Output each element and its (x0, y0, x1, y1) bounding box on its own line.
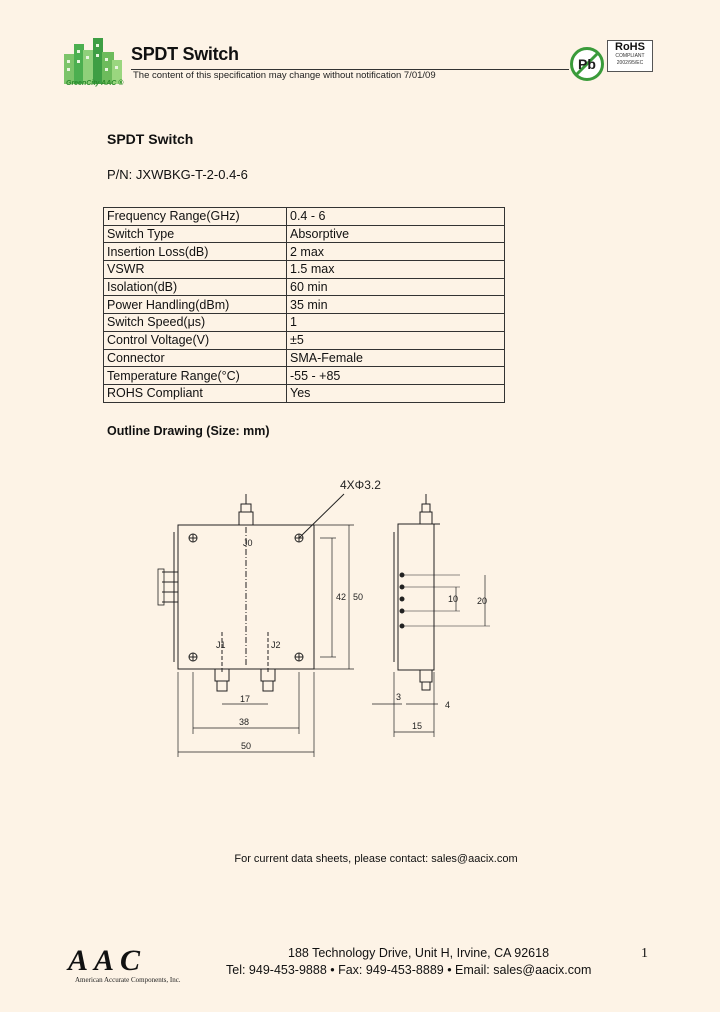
spec-parameter: Switch Speed(μs) (103, 313, 287, 332)
city-skyline-icon (64, 38, 122, 84)
header-note: The content of this specification may ch… (133, 70, 436, 81)
spec-row: Insertion Loss(dB)2 max (103, 242, 505, 262)
dim-50-side-label: 50 (353, 592, 363, 602)
aac-logo: AAC (68, 944, 147, 977)
pb-free-icon: Pb (570, 47, 604, 81)
outline-drawing: 4XΦ3.2 J0 J1 J2 42 50 17 38 50 10 20 3 4… (140, 472, 500, 772)
mounting-holes (188, 533, 304, 662)
port-j1-label: J1 (216, 640, 226, 650)
spec-value: -55 - +85 (286, 366, 505, 385)
dim-4-label: 4 (445, 700, 450, 710)
dim-50-bottom-label: 50 (241, 741, 251, 751)
mechanical-drawing: 4XΦ3.2 J0 J1 J2 42 50 17 38 50 10 20 3 4… (157, 478, 490, 757)
spec-value: 35 min (286, 295, 505, 315)
header-title: SPDT Switch (131, 44, 239, 64)
lead-free-badge: Pb (569, 46, 605, 82)
greencity-logo (64, 36, 130, 88)
rohs-badge: RoHS COMPLIANT 2002/95/EC (607, 40, 653, 72)
spec-row: Power Handling(dBm)35 min (103, 295, 505, 315)
spec-parameter: Switch Type (103, 224, 287, 244)
spec-parameter: ROHS Compliant (103, 383, 287, 403)
contact-text: For current data sheets, please contact:… (234, 853, 518, 865)
spec-parameter: Isolation(dB) (103, 277, 287, 297)
contact-line: For current data sheets, please contact:… (0, 853, 720, 865)
spec-parameter: VSWR (103, 260, 287, 279)
company-name: American Accurate Components, Inc. (75, 976, 181, 984)
spec-value: 60 min (286, 277, 505, 297)
spec-value: 1.5 max (286, 260, 505, 279)
dim-17-label: 17 (240, 694, 250, 704)
spec-row: Switch Speed(μs)1 (103, 313, 505, 332)
rohs-title: RoHS (615, 41, 645, 53)
rohs-compliant: COMPLIANT (615, 53, 645, 59)
spec-value: SMA-Female (286, 348, 505, 368)
port-j0-label: J0 (243, 538, 253, 548)
spec-row: Isolation(dB)60 min (103, 277, 505, 297)
logo-text: GreenCity AAC ® (66, 80, 124, 87)
spec-row: Control Voltage(V)±5 (103, 330, 505, 350)
part-number: P/N: JXWBKG-T-2-0.4-6 (107, 167, 248, 182)
spec-value: Absorptive (286, 224, 505, 244)
spec-value: Yes (286, 383, 505, 403)
rohs-directive: 2002/95/EC (616, 60, 644, 66)
spec-value: 1 (286, 313, 505, 332)
dim-42-label: 42 (336, 592, 346, 602)
outline-drawing-title: Outline Drawing (Size: mm) (107, 424, 270, 438)
page-number: 1 (641, 946, 648, 961)
header-divider (131, 69, 569, 70)
port-j2-label: J2 (271, 640, 281, 650)
pb-label: Pb (578, 56, 596, 72)
company-address: 188 Technology Drive, Unit H, Irvine, CA… (288, 946, 550, 960)
spec-parameter: Connector (103, 348, 287, 368)
spec-row: Temperature Range(°C)-55 - +85 (103, 366, 505, 385)
dim-20-label: 20 (477, 596, 487, 606)
dim-38-label: 38 (239, 717, 249, 727)
spec-row: Frequency Range(GHz)0.4 - 6 (103, 207, 505, 226)
spec-value: ±5 (286, 330, 505, 350)
holes-label: 4XΦ3.2 (340, 478, 381, 492)
dim-15-label: 15 (412, 721, 422, 731)
spec-value: 0.4 - 6 (286, 207, 505, 226)
spec-parameter: Power Handling(dBm) (103, 295, 287, 315)
spec-value: 2 max (286, 242, 505, 262)
document-title: SPDT Switch (107, 131, 194, 147)
company-contacts: Tel: 949-453-9888 • Fax: 949-453-8889 • … (226, 963, 592, 977)
spec-parameter: Control Voltage(V) (103, 330, 287, 350)
spec-parameter: Temperature Range(°C) (103, 366, 287, 385)
spec-parameter: Frequency Range(GHz) (103, 207, 287, 226)
spec-parameter: Insertion Loss(dB) (103, 242, 287, 262)
dim-3-label: 3 (396, 692, 401, 702)
dim-10-label: 10 (448, 594, 458, 604)
